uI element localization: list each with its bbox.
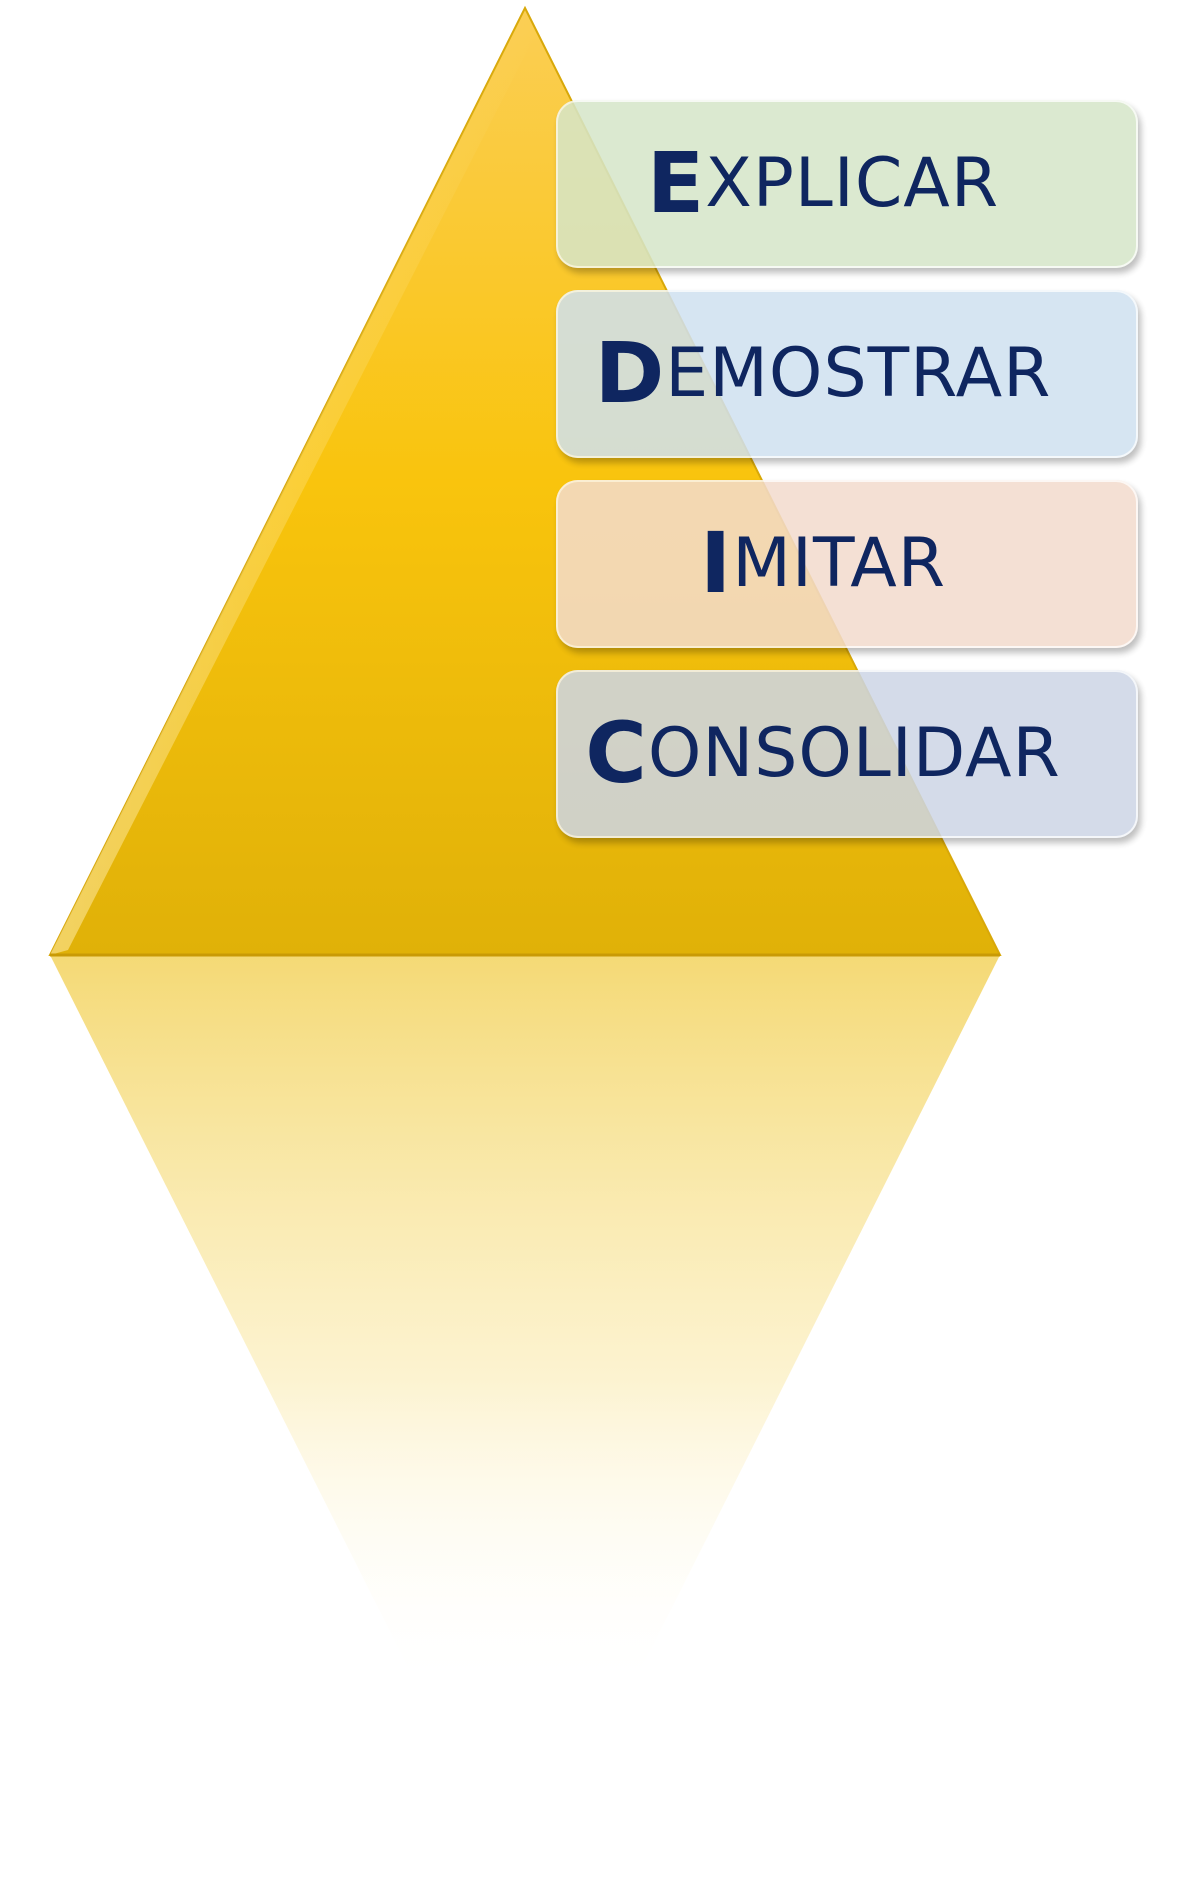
pyramid-reflection [50, 955, 1000, 1900]
level-initial: D [594, 324, 666, 422]
level-box-demostrar [556, 290, 1138, 458]
level-box-explicar [556, 100, 1138, 268]
level-initial: E [646, 134, 706, 232]
level-rest: ONSOLIDAR [647, 713, 1061, 793]
level-rest: XPLICAR [705, 143, 1000, 223]
level-initial: I [699, 514, 733, 612]
level-rest: MITAR [732, 523, 946, 603]
level-initial: C [585, 704, 648, 802]
level-box-consolidar [556, 670, 1138, 838]
level-box-imitar [556, 480, 1138, 648]
level-rest: EMOSTRAR [665, 333, 1052, 413]
